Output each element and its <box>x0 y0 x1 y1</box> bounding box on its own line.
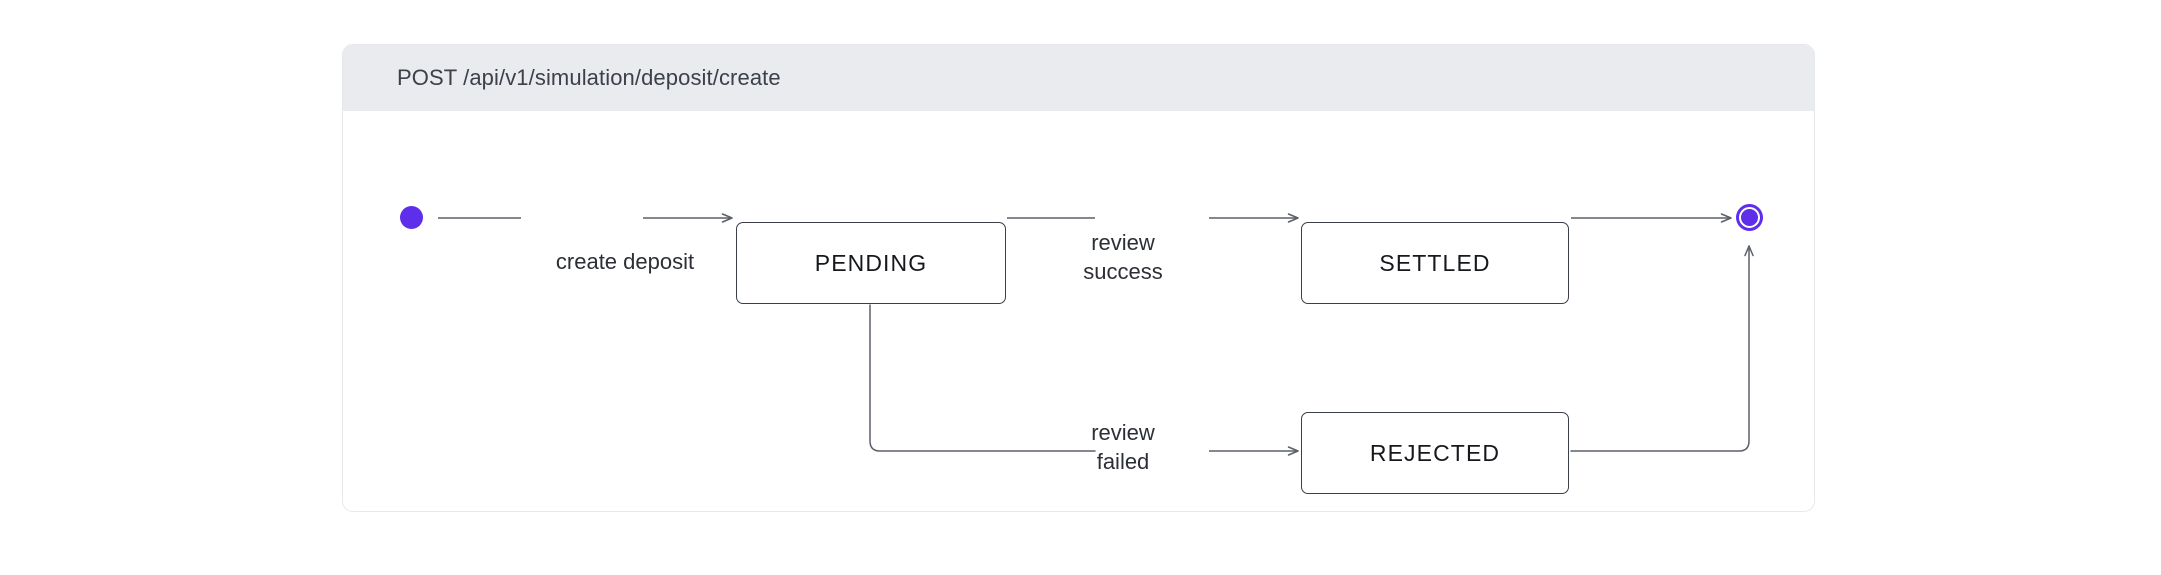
edge-label-review-success-line2: success <box>1083 259 1163 284</box>
api-endpoint-card: POST /api/v1/simulation/deposit/create <box>342 44 1815 512</box>
edge-label-review-failed-line2: failed <box>1096 449 1150 474</box>
state-diagram: PENDING SETTLED REJECTED create deposit … <box>343 111 1814 511</box>
final-state-node <box>1736 204 1763 231</box>
diagram-edges-layer <box>438 213 1754 456</box>
edge-label-create-deposit-line1: create deposit <box>555 249 695 274</box>
state-node-pending[interactable]: PENDING <box>736 222 1006 304</box>
state-node-rejected[interactable]: REJECTED <box>1301 412 1569 494</box>
edge-pending-to-review-failed <box>869 304 1096 452</box>
edge-label-create-deposit: create deposit <box>525 246 725 277</box>
edge-label-review-success-line1: review <box>1091 230 1155 255</box>
edge-label-review-failed: review failed <box>1033 418 1213 476</box>
state-node-pending-label: PENDING <box>814 249 928 276</box>
state-node-settled-label: SETTLED <box>1379 249 1491 276</box>
initial-state-node <box>400 206 423 229</box>
edge-label-review-success: review success <box>1033 228 1213 286</box>
state-node-settled[interactable]: SETTLED <box>1301 222 1569 304</box>
endpoint-title: POST /api/v1/simulation/deposit/create <box>397 65 781 90</box>
edge-label-review-failed-line1: review <box>1091 420 1155 445</box>
api-card-header: POST /api/v1/simulation/deposit/create <box>343 45 1814 111</box>
state-node-rejected-label: REJECTED <box>1369 439 1501 466</box>
edge-rejected-to-end <box>1570 245 1754 452</box>
